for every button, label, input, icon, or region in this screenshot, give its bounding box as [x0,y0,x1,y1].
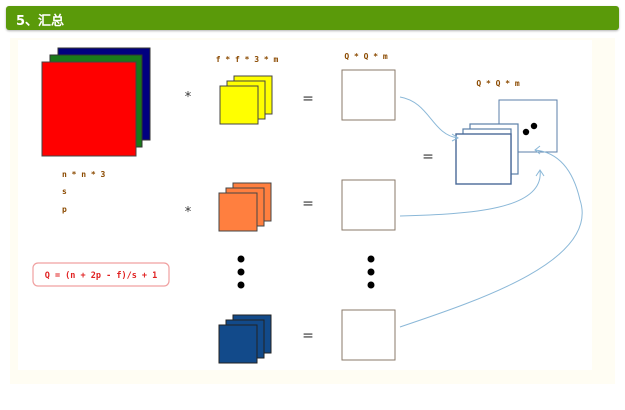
filter-stack-yellow [219,75,273,125]
input-dims-label: n * n * 3 [62,170,106,179]
output-map-1 [341,69,396,121]
filter-stack-orange [218,182,272,232]
stride-label: s [62,187,67,196]
section-header: 5、汇总 [6,6,619,30]
output-map-m [341,309,396,361]
equals-operator-3: = [302,328,314,344]
output-dims-label: Q * Q * m [344,52,388,61]
equals-operator-2: = [302,196,314,212]
formula-text: Q = (n + 2p - f)/s + 1 [45,271,158,281]
input-volume [41,47,151,157]
connector-curves [399,96,583,328]
filter-dims-label: f * f * 3 * m [216,55,279,64]
equals-operator-1: = [302,91,314,107]
connector-arrowheads [451,133,545,177]
result-volume [455,99,558,185]
equals-operator-4: = [422,149,434,165]
padding-label: p [62,205,67,214]
ellipsis-filters [237,255,245,289]
formula-box: Q = (n + 2p - f)/s + 1 [32,262,170,287]
filter-stack-blue [218,314,272,364]
output-map-2 [341,179,396,231]
multiply-operator-1: * [185,90,192,105]
section-title: 5、汇总 [16,14,65,29]
multiply-operator-2: * [185,205,192,220]
ellipsis-outputs [367,255,375,289]
result-dims-label: Q * Q * m [476,79,520,88]
